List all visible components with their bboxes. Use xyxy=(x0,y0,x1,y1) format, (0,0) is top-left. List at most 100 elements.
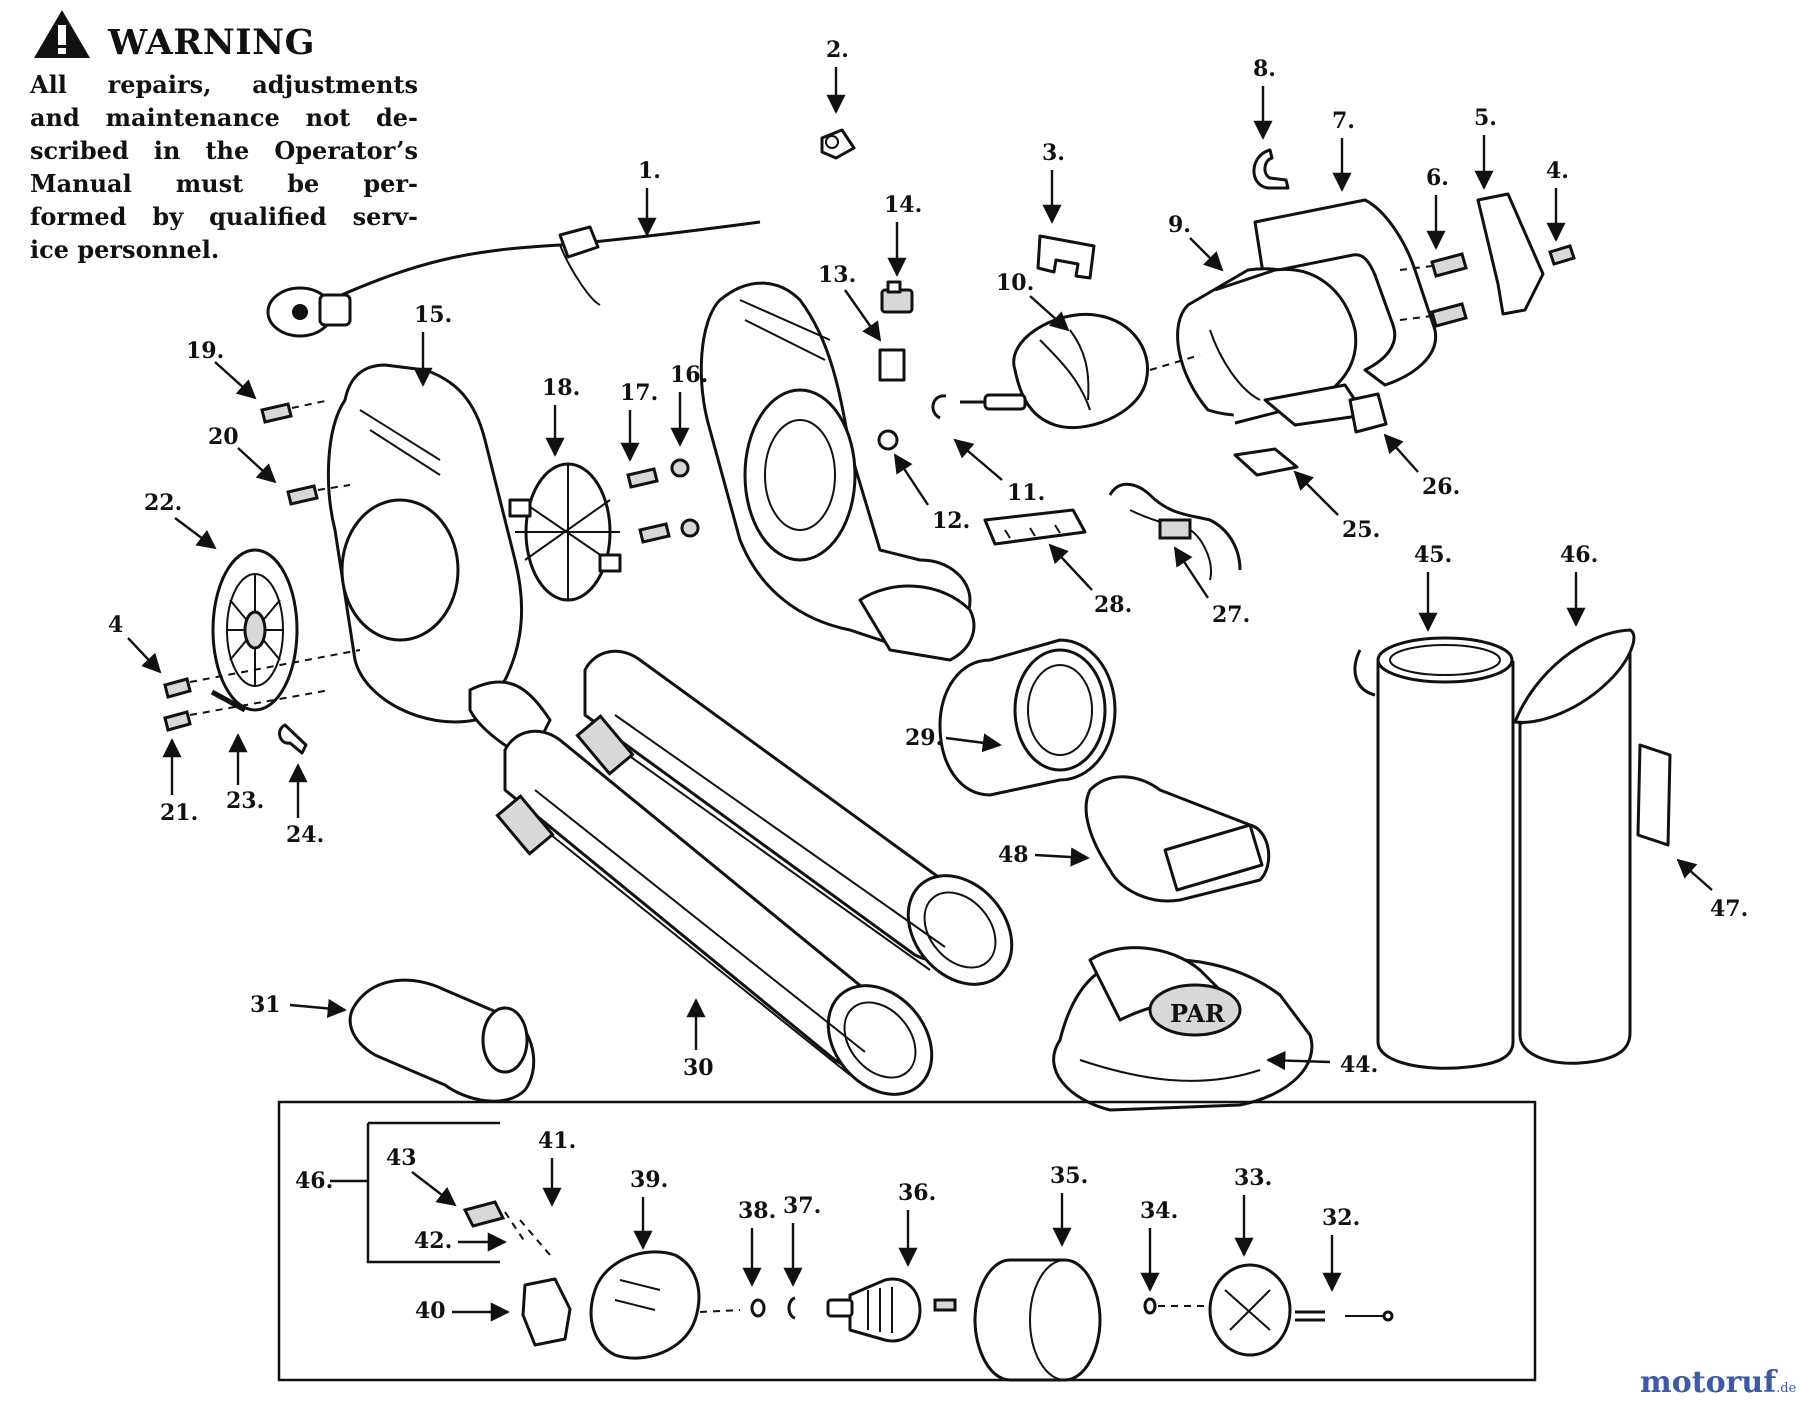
callout-label: 19. xyxy=(186,338,224,364)
callout-label: 4. xyxy=(1546,158,1569,184)
callout-label: 21. xyxy=(160,800,198,826)
callout-label: 20 xyxy=(208,424,239,450)
screw-part-20 xyxy=(286,484,319,506)
callout-label: 12. xyxy=(932,508,970,534)
callout-label: 22. xyxy=(144,490,182,516)
clip-part-24 xyxy=(278,723,308,755)
callout-label: 6. xyxy=(1426,165,1449,191)
nozzle-part-48 xyxy=(1084,775,1271,903)
elbow-part-31 xyxy=(348,978,536,1103)
power-cord-part xyxy=(266,220,761,338)
callout-label: 29. xyxy=(905,725,943,751)
callout-label: 37. xyxy=(783,1193,821,1219)
callout-label: 17. xyxy=(620,380,658,406)
callout-label: 11. xyxy=(1007,480,1045,506)
callout-label: 35. xyxy=(1050,1163,1088,1189)
callout-label: 10. xyxy=(996,270,1034,296)
part-40 xyxy=(521,1277,572,1347)
screw-part-6 xyxy=(1399,252,1468,328)
callout-label: 8. xyxy=(1253,56,1276,82)
callout-label: 18. xyxy=(542,375,580,401)
switch-part-14 xyxy=(880,280,914,314)
screws-group xyxy=(163,399,700,732)
callout-label: 48 xyxy=(998,842,1029,868)
callout-label: 31 xyxy=(250,992,281,1018)
callout-label: 2. xyxy=(826,37,849,63)
callout-label: 26. xyxy=(1422,474,1460,500)
warning-title: WARNING xyxy=(108,22,316,63)
blower-tube-part-30 xyxy=(495,649,1014,1096)
impeller-part-18 xyxy=(508,462,622,602)
callout-label: 9. xyxy=(1168,212,1191,238)
callout-label: 41. xyxy=(538,1128,576,1154)
callout-label: 38. xyxy=(738,1198,776,1224)
callout-label: 1. xyxy=(638,158,661,184)
plate-part-13 xyxy=(878,348,906,382)
callout-label: 13. xyxy=(818,262,856,288)
handle-bracket-part-7 xyxy=(1253,198,1438,387)
callout-label: 3. xyxy=(1042,140,1065,166)
warning-icon xyxy=(34,10,90,58)
gasket-part-25 xyxy=(1233,447,1299,477)
vacuum-attachment-part-44: PAR xyxy=(1052,946,1314,1112)
callout-label: 27. xyxy=(1212,602,1250,628)
warning-line: and maintenance not de- xyxy=(30,103,418,132)
screw-part-21 xyxy=(163,710,192,732)
brush-plate-part-11 xyxy=(983,508,1087,546)
tube-part-46 xyxy=(1513,628,1636,1065)
callout-label: 30 xyxy=(683,1055,714,1081)
screw-part-17 xyxy=(626,467,659,489)
callouts: 1. 2. 3. 4. 5. 6. 7. 8. 9. 10. 11. 12. 1… xyxy=(108,37,1748,1324)
clip-part-8 xyxy=(1252,148,1290,190)
callout-label: 14. xyxy=(884,192,922,218)
watermark-suffix: .de xyxy=(1776,1381,1797,1396)
motor-housing-part-9 xyxy=(1176,267,1367,427)
part-32 xyxy=(1295,1310,1325,1322)
housing-half-right xyxy=(699,281,976,662)
part-35 xyxy=(973,1258,1102,1382)
fan-cover-part-22 xyxy=(211,548,299,712)
motor-subassembly-inset xyxy=(277,1100,1537,1382)
callout-label: 24. xyxy=(286,822,324,848)
pin-part-23 xyxy=(210,689,247,713)
nut-part-2 xyxy=(820,128,856,160)
part-34 xyxy=(1143,1297,1157,1315)
callout-label: 7. xyxy=(1332,108,1355,134)
ring-part-12 xyxy=(931,394,947,420)
part-33 xyxy=(1208,1263,1292,1357)
part-43 xyxy=(462,1200,506,1228)
part-38 xyxy=(750,1298,766,1318)
callout-label: 34. xyxy=(1140,1198,1178,1224)
warning-line: ice personnel. xyxy=(30,235,220,264)
callout-label: 5. xyxy=(1474,105,1497,131)
gasket-part-26 xyxy=(1348,392,1388,434)
washer-part-16 xyxy=(670,458,690,478)
inset-parts xyxy=(462,1200,1394,1382)
screw-part-4-left xyxy=(163,677,192,699)
motor-part-10 xyxy=(960,312,1201,430)
callout-label: 45. xyxy=(1414,542,1452,568)
part-37 xyxy=(787,1296,796,1320)
callout-label: 25. xyxy=(1342,517,1380,543)
callout-label: 32. xyxy=(1322,1205,1360,1231)
callout-label: 44. xyxy=(1340,1052,1378,1078)
callout-label: 23. xyxy=(226,788,264,814)
warning-line: All repairs, adjustments xyxy=(30,70,418,99)
housing-half-part-15 xyxy=(326,363,552,762)
callout-label: 39. xyxy=(630,1167,668,1193)
warning-line: formed by qualified serv- xyxy=(30,202,418,231)
wiring-part-27 xyxy=(1108,482,1242,581)
callout-label: 47. xyxy=(1710,896,1748,922)
callout-label: 36. xyxy=(898,1180,936,1206)
part-stamp-text: PAR xyxy=(1170,999,1226,1028)
coupling-part-29 xyxy=(938,638,1117,797)
screw-part-4-top xyxy=(1548,244,1576,266)
screw-part-19 xyxy=(260,402,293,424)
callout-label: 4 xyxy=(108,612,123,638)
warning-line: scribed in the Operator’s xyxy=(30,136,418,165)
warning-line: Manual must be per- xyxy=(30,169,418,198)
gasket-part-3 xyxy=(1036,234,1096,280)
callout-label: 40 xyxy=(415,1298,446,1324)
callout-label: 42. xyxy=(414,1228,452,1254)
